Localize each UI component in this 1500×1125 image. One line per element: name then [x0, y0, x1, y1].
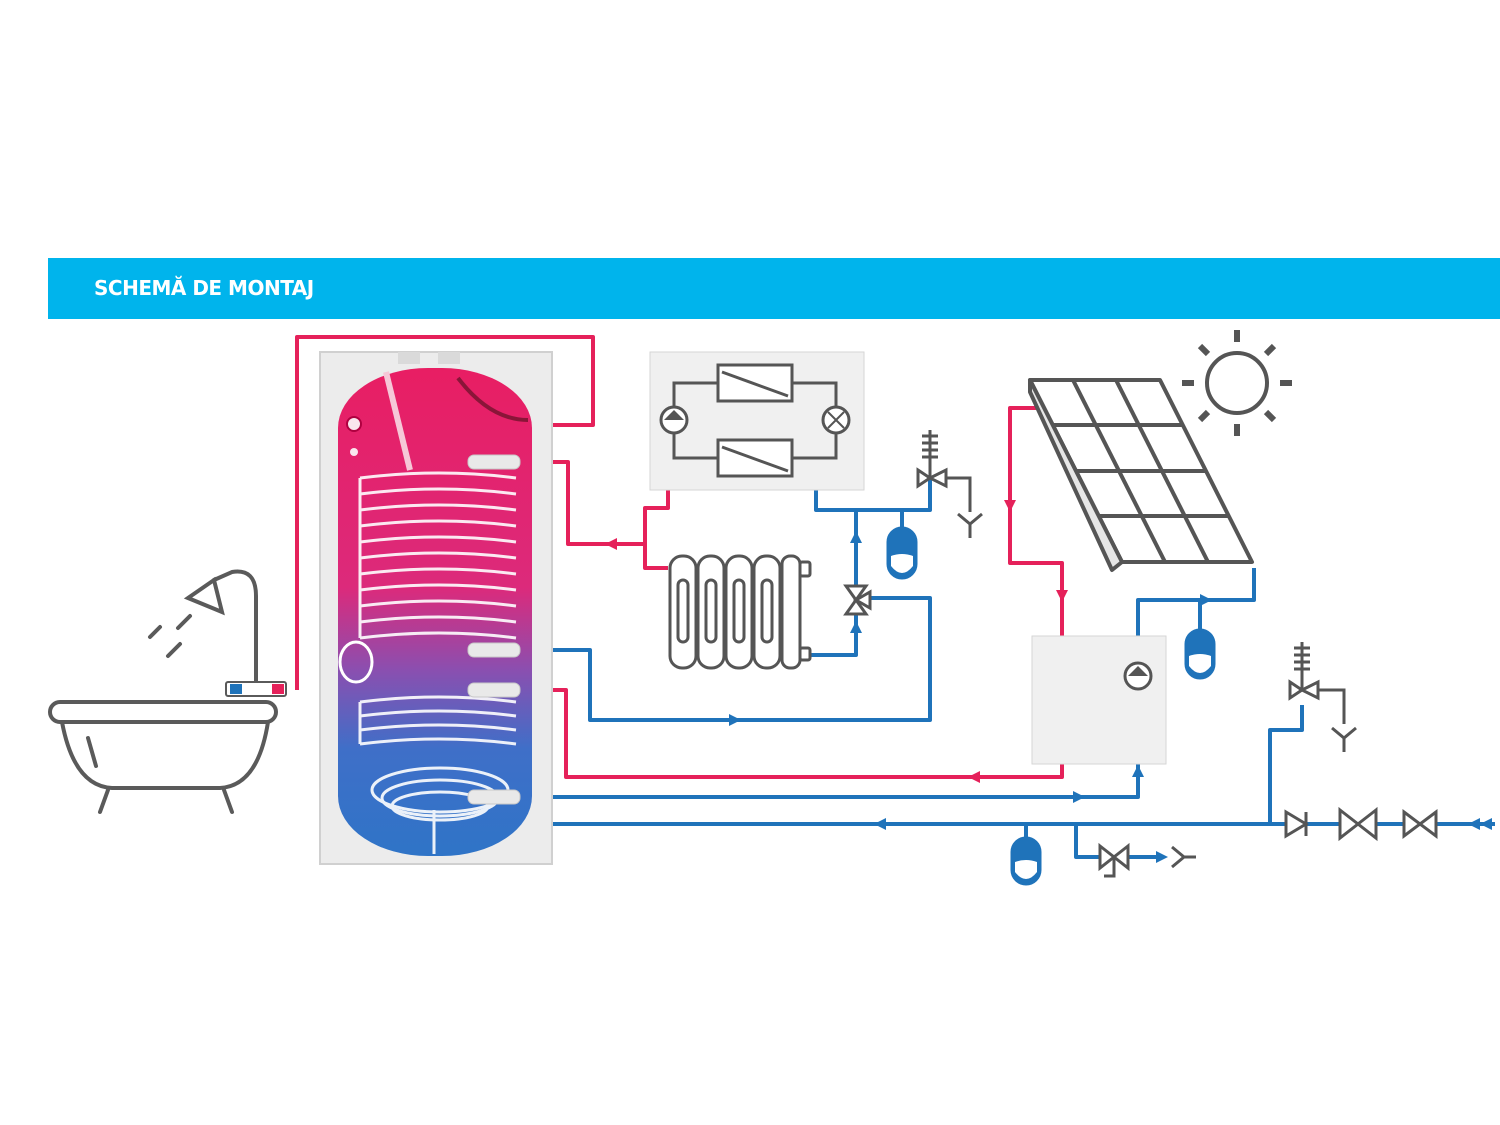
shutoff-valve-icon: [1098, 842, 1130, 878]
storage-tank-icon: [319, 351, 553, 865]
drain-icon: [1171, 845, 1196, 869]
shower-icon: [148, 569, 258, 684]
radiator-icon: [668, 554, 812, 670]
solar-panel-icon: [1028, 378, 1254, 572]
expansion-vessel-icon: [886, 526, 918, 580]
shutoff-valve-icon: [1338, 806, 1378, 842]
expansion-vessel-icon: [1184, 628, 1216, 680]
cold-pipes: [520, 478, 1495, 859]
safety-valve-icon: [916, 430, 972, 512]
sun-icon: [1182, 330, 1292, 436]
shutoff-valve-icon: [1402, 809, 1438, 839]
expansion-vessel-icon: [1010, 836, 1042, 886]
bathtub-icon: [48, 700, 278, 814]
heat-pump-unit-icon: [649, 351, 865, 491]
three-way-valve-icon: [843, 584, 872, 616]
drain-icon: [1331, 726, 1357, 752]
solar-station-icon: [1031, 635, 1167, 765]
mixer-icon: [225, 681, 287, 697]
page-title: SCHEMĂ DE MONTAJ: [94, 276, 314, 300]
safety-valve-icon: [1288, 642, 1346, 724]
check-valve-icon: [1284, 809, 1309, 839]
drain-icon: [957, 512, 983, 538]
header-banner: SCHEMĂ DE MONTAJ: [48, 258, 1500, 319]
pump-icon: [1123, 661, 1153, 691]
